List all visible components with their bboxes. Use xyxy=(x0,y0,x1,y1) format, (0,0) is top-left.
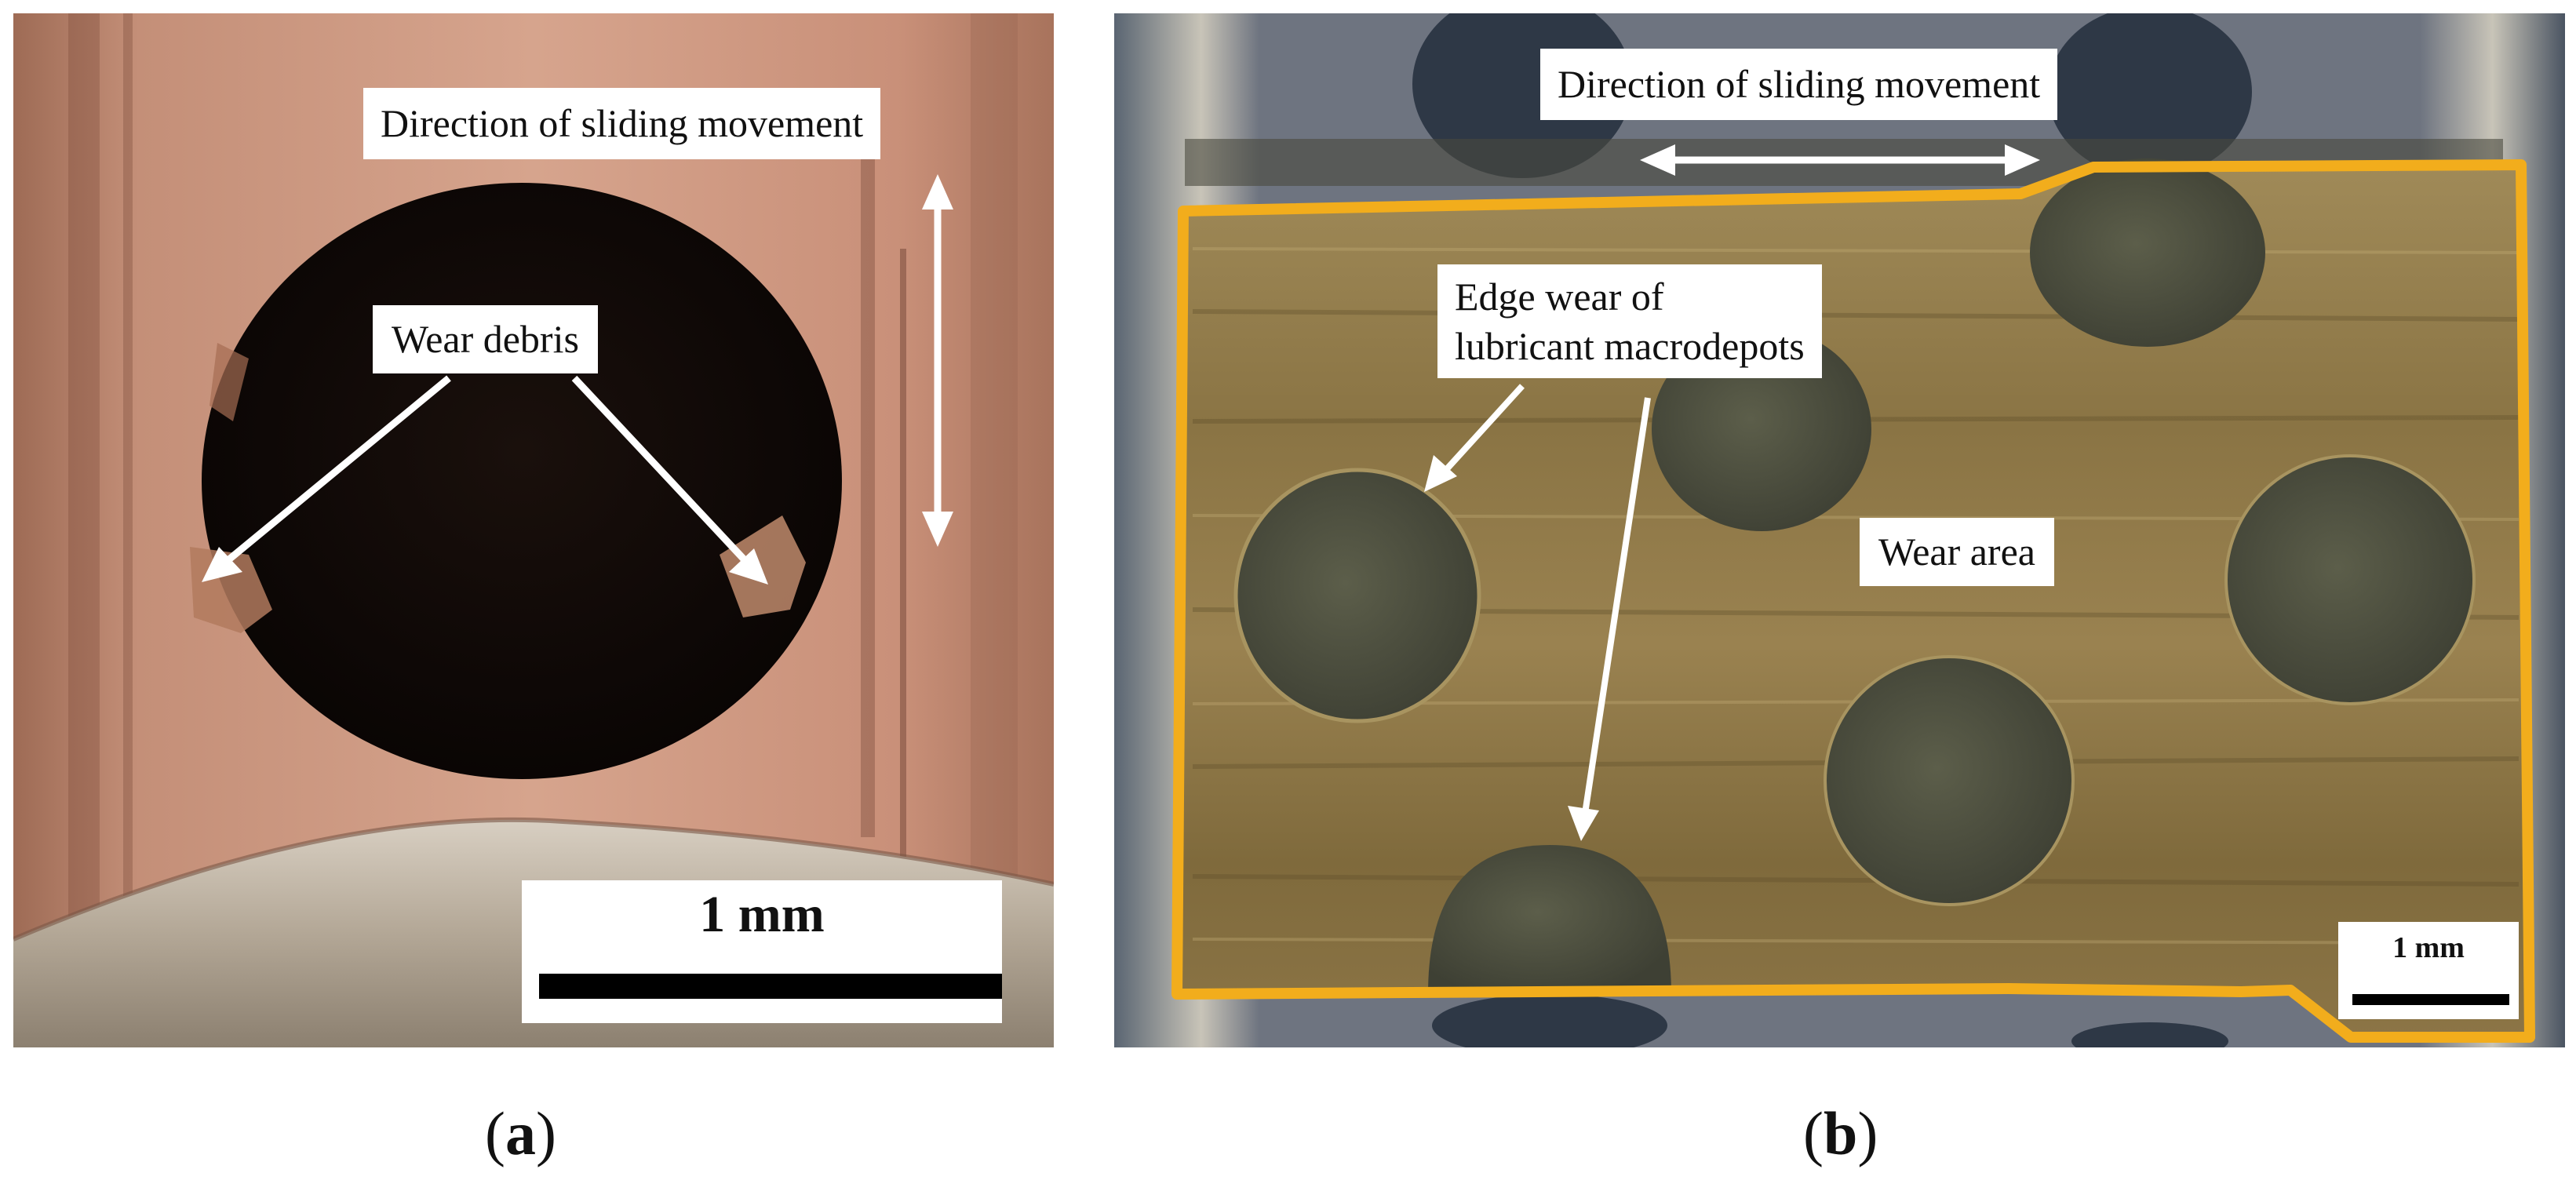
wear-area-outline xyxy=(1171,159,2535,1043)
micrograph-a-image xyxy=(13,13,1054,1047)
scale-bar-a xyxy=(539,974,1002,999)
caption-b-letter: b xyxy=(1823,1099,1858,1167)
lubricant-pocket-hole xyxy=(202,183,842,779)
debris-arrows xyxy=(202,375,768,585)
direction-label-a: Direction of sliding movement xyxy=(363,88,881,159)
edge-wear-label: Edge wear of lubricant macrodepots xyxy=(1437,264,1822,378)
caption-b: (b) xyxy=(1803,1098,1878,1169)
lubricant-macrodepots xyxy=(1233,158,2476,1047)
wear-debris-label: Wear debris xyxy=(373,305,598,373)
caption-a-close: ) xyxy=(535,1099,556,1167)
caption-a-letter: a xyxy=(505,1099,536,1167)
edge-wear-label-line2: lubricant macrodepots xyxy=(1455,323,1805,368)
scale-bar-box-a xyxy=(522,880,1002,1023)
sliding-direction-arrow-b xyxy=(1640,144,2040,176)
scale-bar-label-b: 1 mm xyxy=(2392,931,2465,964)
caption-b-close: ) xyxy=(1857,1099,1878,1167)
scale-bar-label-a: 1 mm xyxy=(699,886,825,943)
edge-wear-label-line1: Edge wear of xyxy=(1455,275,1664,319)
direction-label-b: Direction of sliding movement xyxy=(1540,49,2058,120)
scale-bar-b xyxy=(2352,994,2509,1005)
micrograph-panel-a: Direction of sliding movement Wear debri… xyxy=(13,13,1054,1047)
micrograph-panel-b: Direction of sliding movement Edge wear … xyxy=(1114,13,2565,1047)
edge-wear-arrows xyxy=(1424,384,1651,841)
caption-b-open: ( xyxy=(1803,1099,1824,1167)
caption-a-open: ( xyxy=(485,1099,505,1167)
sliding-direction-arrow xyxy=(922,174,953,547)
caption-a: (a) xyxy=(485,1098,556,1169)
wear-area-label: Wear area xyxy=(1860,518,2054,586)
micrograph-b-image xyxy=(1114,13,2565,1047)
